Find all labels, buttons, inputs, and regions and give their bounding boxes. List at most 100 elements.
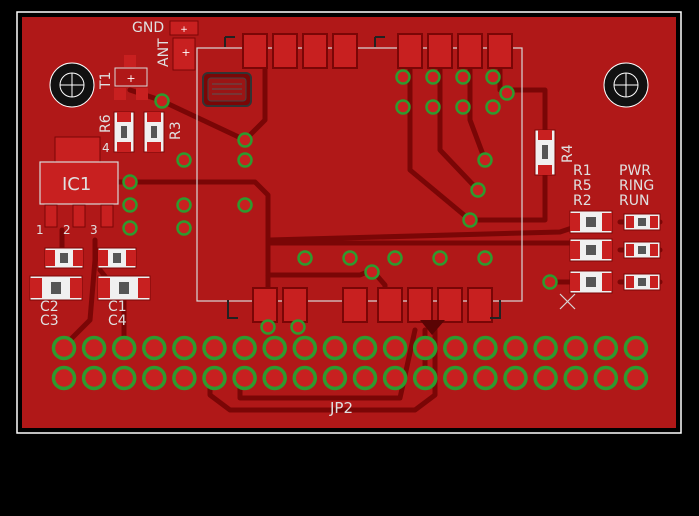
- via: [342, 250, 358, 266]
- plus-mark-t1: +: [126, 72, 135, 85]
- via: [432, 250, 448, 266]
- status-led: [623, 241, 661, 259]
- via: [237, 132, 253, 148]
- module-pad-top: [427, 33, 453, 69]
- header-pin: [352, 335, 378, 361]
- header-pin: [533, 335, 558, 361]
- board-outline: [16, 11, 682, 434]
- t1-transistor: +: [114, 55, 148, 100]
- header-pin: [443, 335, 468, 361]
- header-pin: [172, 335, 197, 361]
- via: [470, 182, 486, 198]
- label-ic1: IC1: [62, 174, 91, 195]
- module-pad-bottom: [282, 287, 308, 323]
- header-pin: [382, 335, 408, 361]
- module-pad-bottom: [467, 287, 493, 323]
- header-pin: [322, 365, 348, 391]
- via: [260, 319, 276, 335]
- header-pin: [262, 365, 287, 391]
- via: [176, 220, 192, 236]
- header-pin: [111, 365, 137, 391]
- header-pin: [412, 365, 438, 391]
- header-pin: [623, 365, 649, 391]
- header-pin: [563, 335, 588, 361]
- plus-mark-ant: +: [181, 46, 190, 59]
- label-jp2: JP2: [329, 399, 353, 417]
- r6-resistor: [113, 111, 135, 153]
- via: [462, 212, 478, 228]
- via: [425, 69, 441, 85]
- via: [425, 99, 441, 115]
- label-c4: C4: [108, 313, 127, 329]
- module-pad-top: [487, 33, 513, 69]
- crystal-component: [202, 72, 252, 107]
- mounting-hole-left: [49, 62, 95, 108]
- status-resistors-leds: [569, 210, 661, 294]
- header-pin: [563, 365, 588, 391]
- header-pin: [51, 335, 77, 361]
- header-pin: [111, 335, 137, 361]
- via: [237, 197, 253, 213]
- label-pin3: 3: [90, 223, 98, 237]
- label-c3: C3: [40, 313, 59, 329]
- header-pin: [51, 365, 77, 391]
- module-pad-bottom: [252, 287, 278, 323]
- ant-pad: [172, 37, 196, 71]
- header-pin: [473, 335, 498, 361]
- label-c2: C2: [40, 299, 59, 315]
- via: [176, 197, 192, 213]
- status-resistor: [569, 210, 613, 234]
- label-ant: ANT: [156, 38, 172, 67]
- label-pin4: 4: [102, 141, 110, 155]
- label-pin1: 1: [36, 223, 44, 237]
- via: [122, 197, 138, 213]
- module-pad-top: [457, 33, 483, 69]
- status-led: [623, 273, 661, 291]
- module-pad-bottom: [437, 287, 463, 323]
- via: [485, 99, 501, 115]
- module-pad-top: [302, 33, 328, 69]
- label-r1: R1: [573, 163, 592, 179]
- header-pin: [352, 365, 378, 391]
- header-pin: [623, 335, 649, 361]
- via: [176, 152, 192, 168]
- module-bottom-pads: [227, 287, 501, 335]
- module-pad-bottom: [342, 287, 368, 323]
- via: [395, 69, 411, 85]
- label-r6: R6: [98, 114, 114, 133]
- header-pin: [232, 365, 257, 391]
- via: [395, 99, 411, 115]
- via: [154, 93, 170, 109]
- module-pad-top: [242, 33, 268, 69]
- header-pin: [473, 365, 498, 391]
- via: [122, 174, 138, 190]
- header-pin: [443, 365, 468, 391]
- header-pin: [142, 365, 167, 391]
- label-ring: RING: [619, 178, 654, 194]
- header-pin: [503, 335, 528, 361]
- header-pin: [382, 365, 408, 391]
- header-pin: [593, 365, 619, 391]
- via: [477, 250, 493, 266]
- via: [290, 319, 306, 335]
- status-led: [623, 213, 661, 231]
- plus-mark-gnd: +: [180, 25, 188, 35]
- header-pin: [593, 335, 619, 361]
- module-pad-top: [272, 33, 298, 69]
- header-pin: [262, 335, 287, 361]
- via: [387, 250, 403, 266]
- label-r2: R2: [573, 193, 592, 209]
- mounting-hole-right: [603, 62, 649, 108]
- label-c1: C1: [108, 299, 127, 315]
- r3-resistor: [143, 111, 165, 153]
- header-pin: [503, 365, 528, 391]
- header-pin: [81, 365, 107, 391]
- header-pin: [292, 365, 318, 391]
- module-pad-bottom: [377, 287, 403, 323]
- status-resistor: [569, 270, 613, 294]
- module-pad-top: [332, 33, 358, 69]
- header-pin: [172, 365, 197, 391]
- label-r4: R4: [560, 144, 576, 163]
- header-pin: [142, 335, 167, 361]
